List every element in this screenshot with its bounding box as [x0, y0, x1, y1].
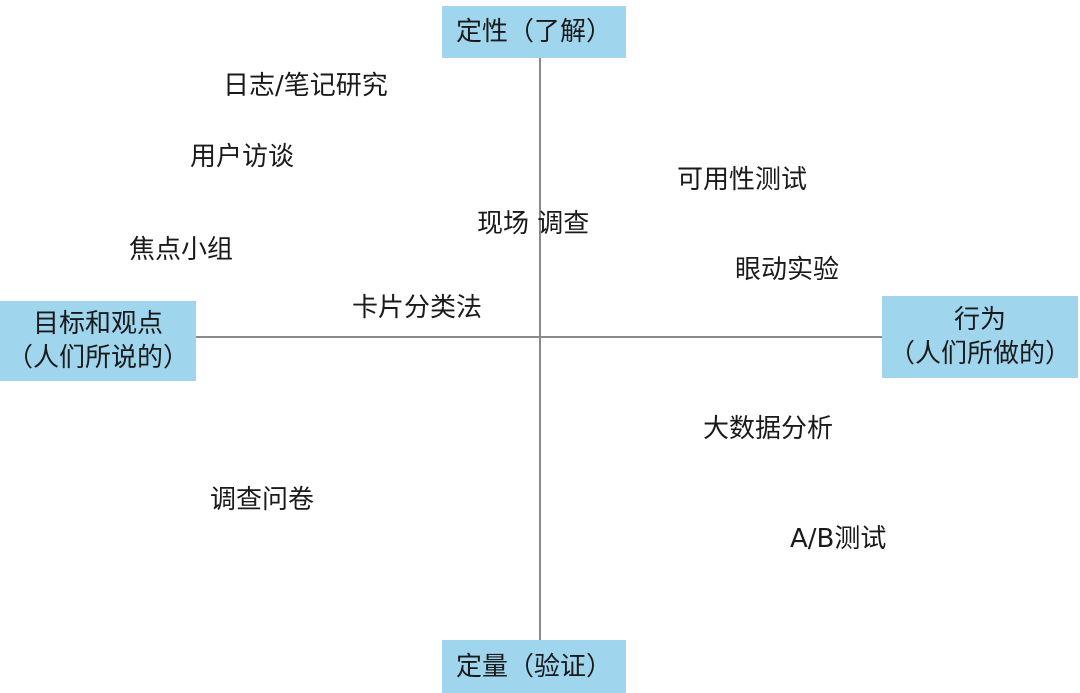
method-field-study: 现场 调查	[477, 209, 590, 239]
method-diary-study: 日志/笔记研究	[223, 71, 388, 101]
axis-label-bottom: 定量（验证）	[442, 640, 626, 693]
method-card-sorting: 卡片分类法	[352, 293, 483, 323]
method-survey: 调查问卷	[210, 485, 315, 515]
axis-label-right: 行为 （人们所做的）	[882, 296, 1078, 378]
method-user-interview: 用户访谈	[190, 142, 295, 172]
horizontal-axis	[194, 336, 884, 338]
axis-label-top: 定性（了解）	[442, 6, 626, 58]
axis-label-left-line1: 目标和观点	[32, 309, 163, 339]
axis-label-right-line2: （人们所做的）	[888, 339, 1071, 369]
axis-label-right-line1: 行为	[953, 305, 1006, 335]
axis-label-bottom-text: 定量（验证）	[455, 651, 612, 682]
axis-label-top-text: 定性（了解）	[455, 17, 612, 47]
method-focus-group: 焦点小组	[129, 235, 234, 265]
axis-label-left-line2: （人们所说的）	[6, 343, 189, 373]
axis-label-left: 目标和观点 （人们所说的）	[0, 301, 196, 381]
method-big-data-analysis: 大数据分析	[703, 414, 834, 444]
method-usability-testing: 可用性测试	[677, 165, 808, 195]
vertical-axis	[539, 56, 541, 644]
method-ab-testing: A/B测试	[790, 524, 887, 554]
method-eye-tracking: 眼动实验	[735, 255, 840, 285]
